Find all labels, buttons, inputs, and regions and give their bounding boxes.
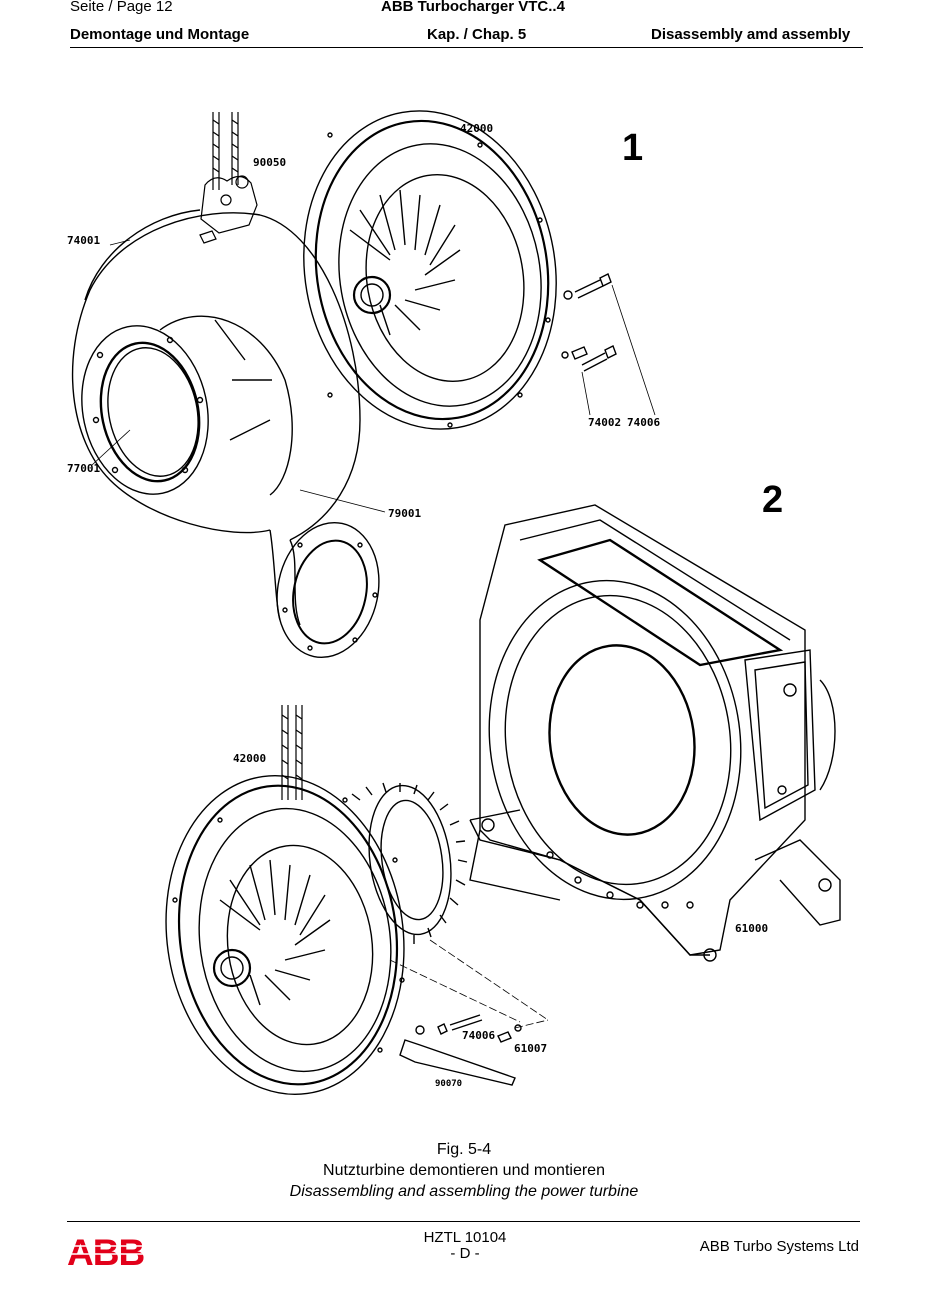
part-label-79001: 79001 (388, 507, 421, 520)
part-label-74001: 74001 (67, 234, 100, 247)
caption-english: Disassembling and assembling the power t… (289, 1183, 639, 1200)
part-label-61000: 61000 (735, 922, 768, 935)
turbine-casing-bottom (165, 775, 468, 1095)
chapter: Kap. / Chap. 5 (427, 26, 527, 43)
page-number: Seite / Page 12 (70, 0, 173, 15)
language-code: - D - (450, 1245, 480, 1262)
document-number: HZTL 10104 (423, 1229, 507, 1246)
section-right: Disassembly amd assembly (651, 26, 851, 43)
part-label-61007: 61007 (514, 1042, 547, 1055)
caption-german: Nutzturbine demontieren und montieren (323, 1162, 605, 1179)
part-label-90050: 90050 (253, 156, 286, 169)
header-rule (70, 47, 863, 48)
leader-lines (91, 239, 386, 513)
part-label-90070: 90070 (435, 1079, 462, 1089)
footer-rule (67, 1221, 860, 1222)
bolts-top (561, 273, 656, 416)
figure-number: Fig. 5-4 (436, 1141, 492, 1158)
step-1-number: 1 (622, 127, 643, 169)
document-title: ABB Turbocharger VTC..4 (381, 0, 565, 15)
company-name: ABB Turbo Systems Ltd (699, 1238, 859, 1255)
part-label-74006-bottom: 74006 (462, 1029, 495, 1042)
part-label-77001: 77001 (67, 462, 100, 475)
part-label-74002: 74002 (588, 416, 621, 429)
lever-tool (399, 1025, 516, 1086)
abb-logo: ABB (67, 1234, 147, 1268)
outlet-flange (81, 315, 293, 496)
bearing-casing (469, 504, 841, 962)
lifting-rope-top (199, 112, 258, 244)
section-left: Demontage und Montage (70, 26, 250, 43)
svg-text:ABB: ABB (67, 1234, 144, 1268)
assembly-guide-lines (389, 939, 549, 1029)
part-label-42000-top: 42000 (460, 122, 493, 135)
lifting-rope-bottom (281, 705, 303, 800)
step-2-number: 2 (762, 479, 783, 521)
part-label-74006-top: 74006 (627, 416, 660, 429)
turbine-casing-top (303, 110, 557, 430)
part-label-42000-bottom: 42000 (233, 752, 266, 765)
inlet-flange (276, 521, 380, 659)
